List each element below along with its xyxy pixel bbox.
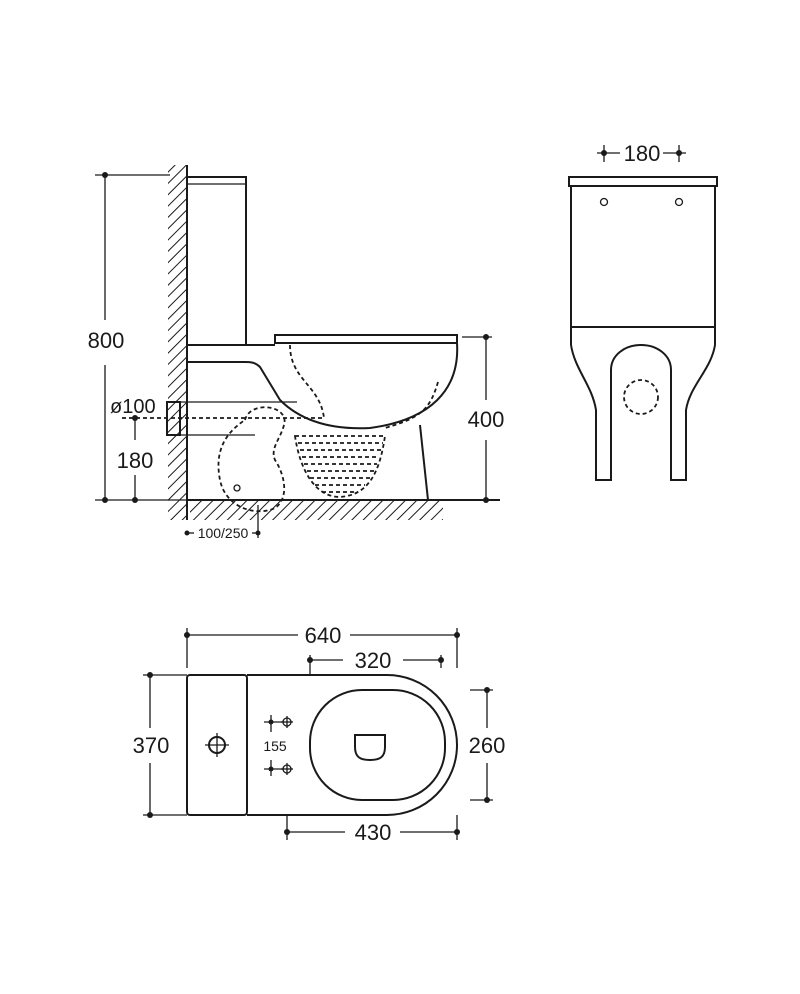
fixing-hole [674,197,684,207]
bowl-outline [187,342,459,430]
cistern [187,176,247,345]
fixing-hole [599,197,609,207]
seat-lid [274,334,458,344]
dim-rough-in: 100/250 [198,525,249,541]
water-area [293,435,387,498]
cistern-lid [568,176,718,187]
dim-bowl-offset: 320 [355,648,392,673]
dim-fixing-spacing: 155 [263,738,287,754]
outlet-circle [623,379,659,415]
dim-width: 370 [133,733,170,758]
cistern-top [186,674,248,816]
top-view: 155 640 320 370 260 430 [133,623,506,845]
dim-seat-height: 400 [468,407,505,432]
dim-length: 640 [305,623,342,648]
trap-outline [217,406,286,513]
dim-bowl-length: 430 [355,820,392,845]
dim-pipe-height: 180 [117,448,154,473]
bowl-rim [570,326,716,345]
dim-bowl-width: 260 [469,733,506,758]
dim-hole-spacing: 180 [624,141,661,166]
dim-height-total: 800 [88,328,125,353]
flush-button-icon [205,733,229,757]
bowl-top [247,674,458,816]
seat-hinge-icon [354,734,386,762]
wall-hatch [168,165,187,520]
fixing-holes [264,715,293,776]
pedestal [570,343,716,481]
floor-hatch [168,500,443,520]
seat-top [309,689,446,801]
front-view: 180 [568,141,718,481]
dim-pipe-diameter: ø100 [110,396,156,418]
side-view: 800 180 ø100 400 100/250 [88,165,505,541]
